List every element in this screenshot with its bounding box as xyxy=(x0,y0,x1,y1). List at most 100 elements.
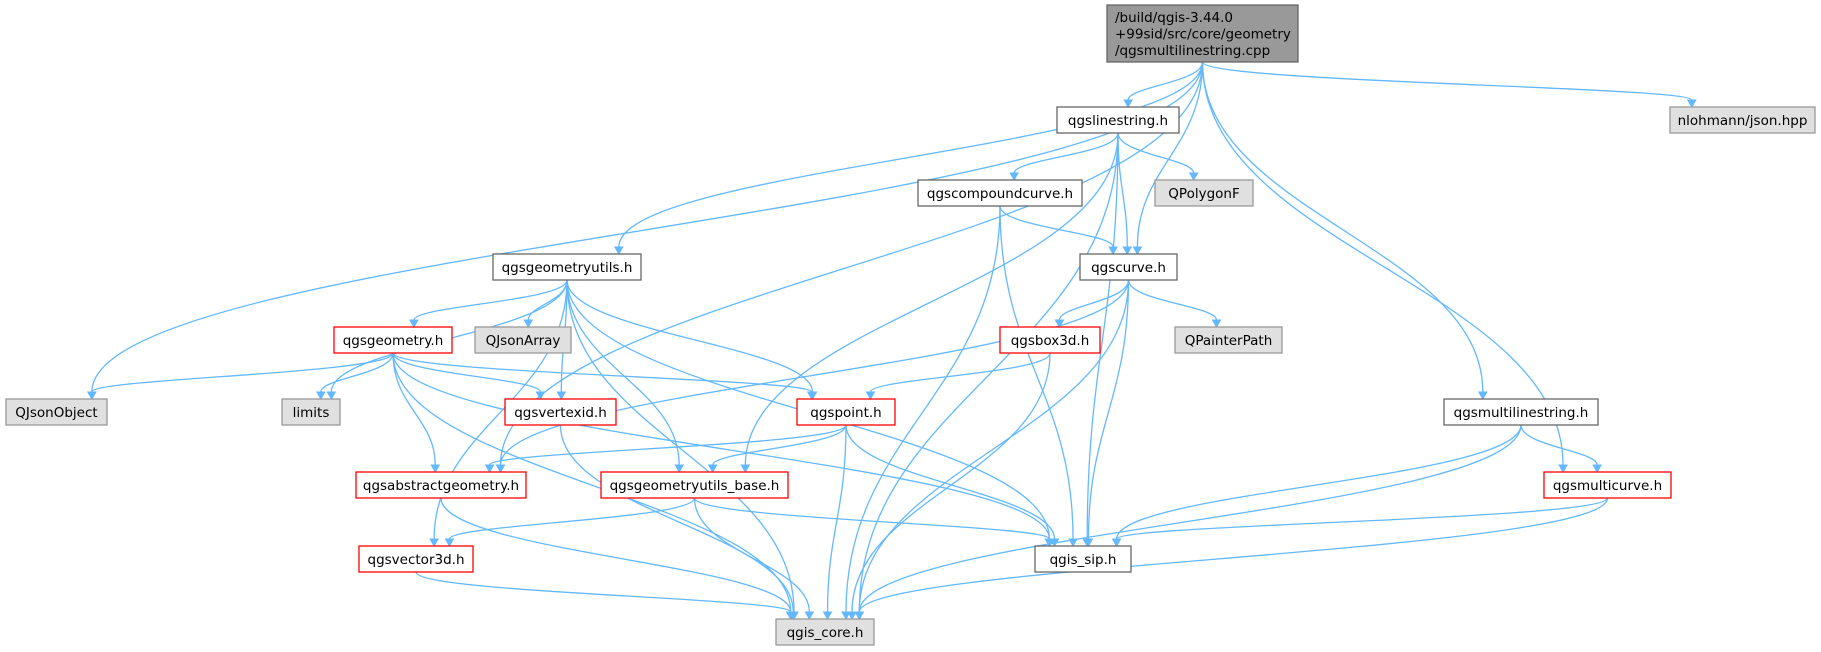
edge-root-to-qgsgeometryutils xyxy=(613,61,1204,256)
node-box xyxy=(600,471,789,499)
edge-line xyxy=(744,132,1119,466)
node-label: qgsgeometryutils_base.h xyxy=(610,478,780,494)
edge-line xyxy=(1117,132,1128,248)
edge-arrowhead xyxy=(86,391,97,401)
node-qgsgeometry[interactable]: qgsgeometry.h xyxy=(333,326,453,354)
edge-arrowhead xyxy=(315,391,326,401)
node-qjsonobject[interactable]: QJsonObject xyxy=(5,398,108,426)
node-label: qgsmultilinestring.h xyxy=(1454,405,1589,421)
node-qjsonarray[interactable]: QJsonArray xyxy=(474,326,572,354)
node-qgscompoundcurve[interactable]: qgscompoundcurve.h xyxy=(917,179,1083,207)
edge-qgslinestring-to-qgscompoundcurve xyxy=(1009,132,1119,182)
edge-line xyxy=(618,61,1204,248)
edge-qgscurve-to-qpainterpath xyxy=(1127,279,1222,329)
edge-arrowhead xyxy=(1686,99,1697,109)
node-label: qgsgeometryutils.h xyxy=(502,260,633,276)
node-label: qgsbox3d.h xyxy=(1011,333,1090,349)
edge-arrowhead xyxy=(556,391,567,401)
node-qgsvector3d[interactable]: qgsvector3d.h xyxy=(358,545,474,573)
node-qpolygonf[interactable]: QPolygonF xyxy=(1154,179,1254,207)
edge-qgsgeometry-to-qjsonobject xyxy=(86,352,394,401)
edge-line xyxy=(392,352,542,393)
edge-qgsgeometryutils_base-to-qgis_sip xyxy=(693,497,1055,548)
edge-line xyxy=(858,279,1130,613)
edge-line xyxy=(559,424,794,613)
edge-line xyxy=(858,132,1119,613)
node-nlohmann[interactable]: nlohmann/json.hpp xyxy=(1669,106,1816,134)
node-label: qgscompoundcurve.h xyxy=(927,186,1073,202)
edge-qgsgeometryutils_base-to-qgis_core xyxy=(693,497,815,621)
edge-qgsmulticurve-to-qgis_sip xyxy=(1111,497,1609,548)
node-box xyxy=(1079,253,1178,281)
edge-qgslinestring-to-qgsgeometryutils_base xyxy=(740,132,1119,474)
node-box xyxy=(1669,106,1816,134)
edge-line xyxy=(1520,424,1598,466)
edge-arrowhead xyxy=(430,464,441,474)
node-qgsgeometryutils[interactable]: qgsgeometryutils.h xyxy=(492,253,642,281)
edge-qgscompoundcurve-to-qgis_sip xyxy=(999,205,1078,548)
edge-line xyxy=(858,424,1522,613)
edge-line xyxy=(413,279,568,321)
node-box xyxy=(474,326,572,354)
edge-line xyxy=(693,497,810,613)
node-label: limits xyxy=(293,405,330,421)
node-label: qgsmulticurve.h xyxy=(1553,478,1662,494)
edge-line xyxy=(693,497,1051,540)
edge-root-to-qgsmultilinestring xyxy=(1201,61,1488,401)
node-box xyxy=(1056,106,1180,134)
edge-line xyxy=(527,279,568,321)
edge-qgsbox3d-to-qgis_core xyxy=(847,352,1051,621)
edge-arrowhead xyxy=(1108,246,1118,256)
edge-arrowhead xyxy=(495,464,506,474)
node-box xyxy=(358,545,474,573)
node-label: qgsvector3d.h xyxy=(368,552,465,568)
node-qpainterpath[interactable]: QPainterPath xyxy=(1174,326,1283,354)
edge-line xyxy=(1013,132,1119,174)
edge-line xyxy=(869,352,1051,393)
node-qgscurve[interactable]: qgscurve.h xyxy=(1079,253,1178,281)
edge-arrowhead xyxy=(326,391,337,401)
node-label: QPolygonF xyxy=(1168,186,1239,202)
node-qgsabstractgeometry[interactable]: qgsabstractgeometry.h xyxy=(355,471,527,499)
edge-qgsbox3d-to-qgspoint xyxy=(865,352,1051,401)
nodes-layer: /build/qgis-3.44.0+99sid/src/core/geomet… xyxy=(5,4,1816,646)
node-qgslinestring[interactable]: qgslinestring.h xyxy=(1056,106,1180,134)
edge-arrowhead xyxy=(1211,319,1222,329)
edge-line xyxy=(415,571,792,613)
node-qgsmulticurve[interactable]: qgsmulticurve.h xyxy=(1543,471,1672,499)
edge-line xyxy=(566,279,795,613)
edge-qgslinestring-to-qpolygonf xyxy=(1117,132,1199,182)
edge-arrowhead xyxy=(1054,319,1065,329)
node-root[interactable]: /build/qgis-3.44.0+99sid/src/core/geomet… xyxy=(1106,4,1299,63)
edge-qgsmulticurve-to-qgis_core xyxy=(854,497,1609,621)
node-label: qgis_sip.h xyxy=(1050,552,1117,568)
edge-qgsmultilinestring-to-qgis_core xyxy=(854,424,1522,621)
edge-line xyxy=(499,279,1130,466)
edge-arrowhead xyxy=(707,464,718,474)
node-label: /qgsmultilinestring.cpp xyxy=(1115,43,1270,59)
edge-arrowhead xyxy=(409,319,419,329)
edge-line xyxy=(392,352,813,393)
edge-arrowhead xyxy=(1592,464,1602,474)
edge-line xyxy=(1086,132,1119,540)
node-qgsmultilinestring[interactable]: qgsmultilinestring.h xyxy=(1443,398,1599,426)
edge-qgsgeometryutils-to-qgis_core xyxy=(566,279,799,621)
edge-arrowhead xyxy=(1122,246,1133,256)
edge-line xyxy=(440,497,792,613)
node-qgis_core[interactable]: qgis_core.h xyxy=(775,618,875,646)
edge-root-to-qgslinestring xyxy=(1123,61,1204,109)
node-qgis_sip[interactable]: qgis_sip.h xyxy=(1034,545,1132,573)
node-qgsbox3d[interactable]: qgsbox3d.h xyxy=(999,326,1101,354)
edge-line xyxy=(851,352,1051,613)
node-limits[interactable]: limits xyxy=(281,398,341,426)
node-qgsgeometryutils_base[interactable]: qgsgeometryutils_base.h xyxy=(600,471,789,499)
node-qgsvertexid[interactable]: qgsvertexid.h xyxy=(504,398,617,426)
node-qgspoint[interactable]: qgspoint.h xyxy=(796,398,896,426)
edge-arrowhead xyxy=(674,464,685,474)
edge-line xyxy=(91,352,394,393)
edge-arrowhead xyxy=(822,611,833,621)
edge-line xyxy=(999,205,1074,540)
edge-root-to-qgscurve xyxy=(1132,61,1204,256)
node-label: qgscurve.h xyxy=(1091,260,1166,276)
edge-line xyxy=(1127,61,1204,101)
